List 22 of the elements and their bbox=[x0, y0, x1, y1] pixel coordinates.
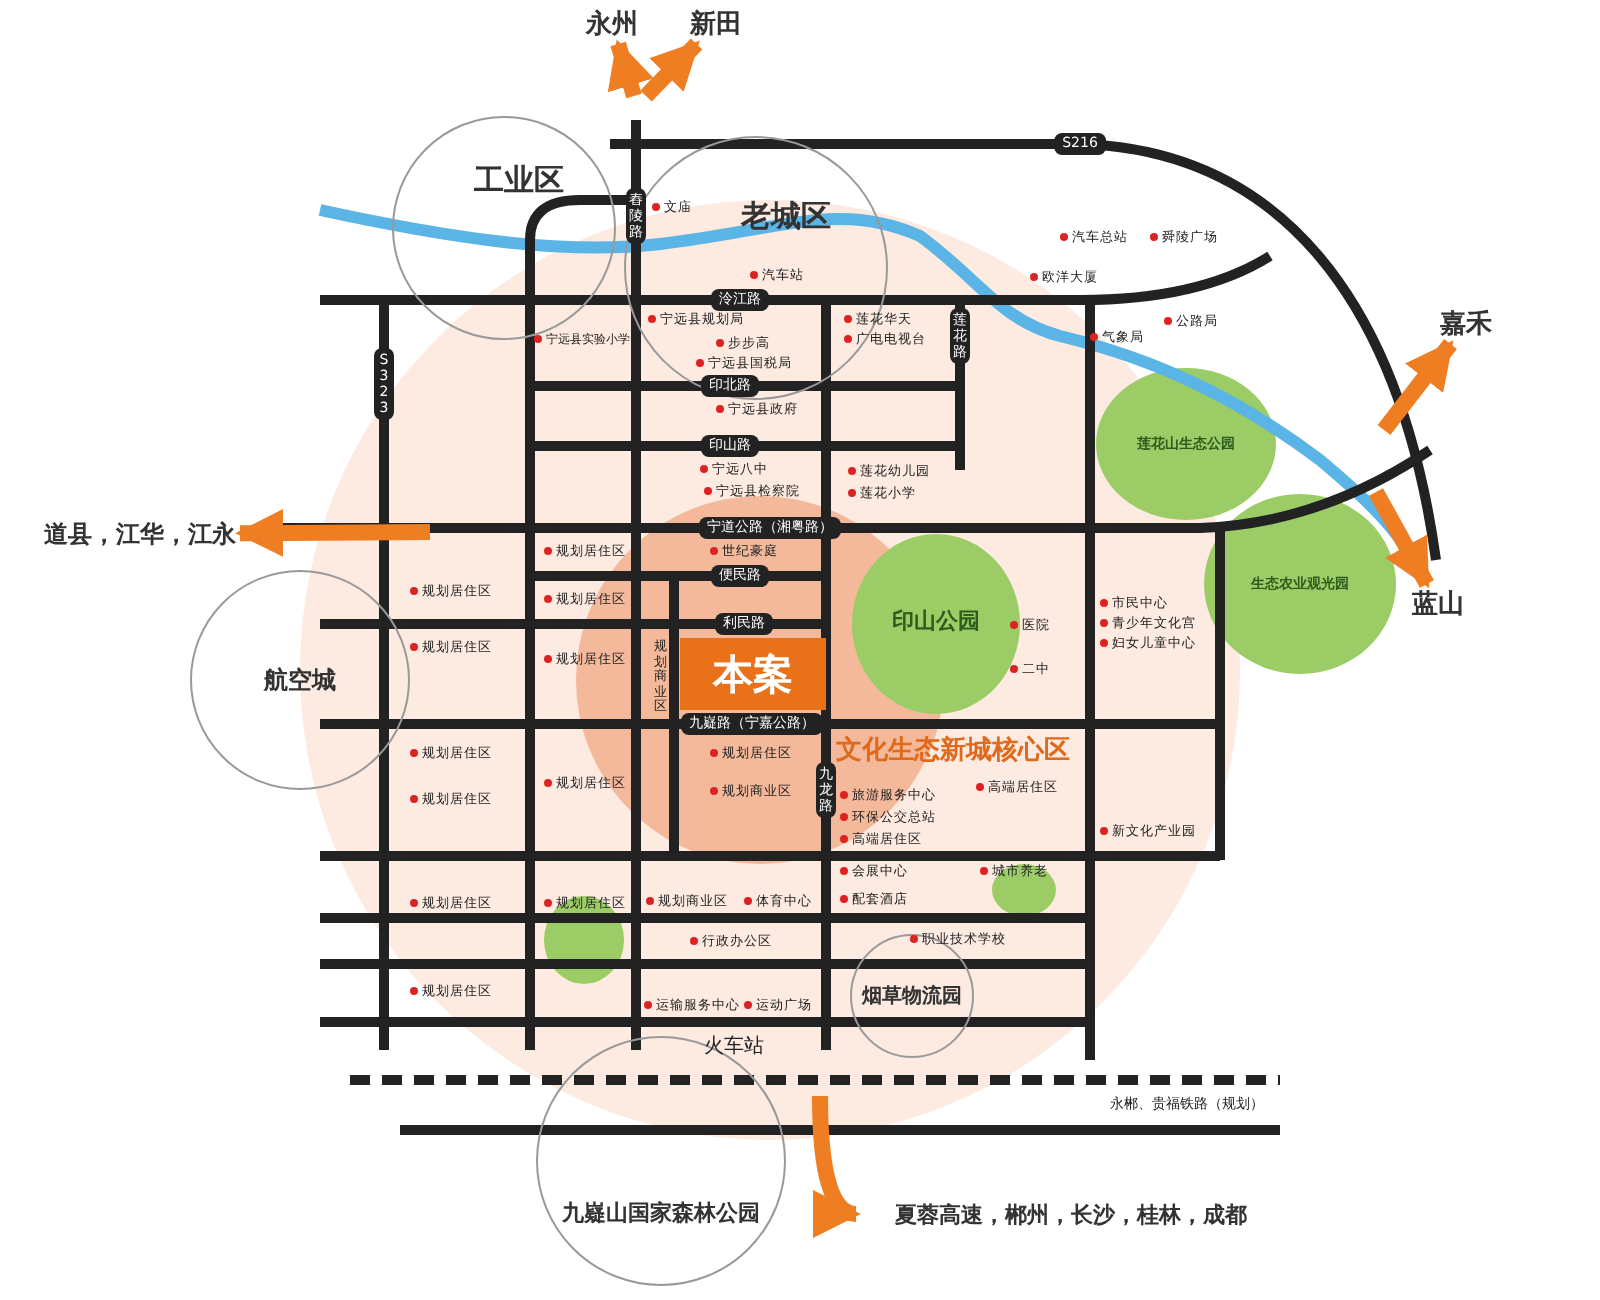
direction-arrow bbox=[235, 509, 431, 557]
zone-circle bbox=[190, 570, 410, 790]
destination-label: 新田 bbox=[690, 7, 742, 42]
zone-circle bbox=[536, 1036, 786, 1286]
destination-label: 夏蓉高速，郴州，长沙，桂林，成都 bbox=[895, 1199, 1247, 1229]
zone-label: 工业区 bbox=[474, 162, 564, 200]
destination-label: 道县，江华，江永 bbox=[44, 517, 236, 551]
station-label: 火车站 bbox=[704, 1036, 764, 1060]
zone-label: 九嶷山国家森林公园 bbox=[562, 1198, 760, 1228]
destination-label: 永州 bbox=[586, 7, 638, 42]
direction-arrow bbox=[1369, 488, 1434, 589]
zone-label: 烟草物流园 bbox=[862, 982, 962, 1010]
direction-arrow bbox=[640, 38, 703, 102]
project-box bbox=[680, 638, 826, 710]
zone-label: 航空城 bbox=[264, 663, 336, 697]
park-label: 印山公园 bbox=[892, 605, 980, 635]
direction-arrow bbox=[809, 1095, 861, 1232]
direction-arrow bbox=[607, 39, 654, 99]
zone-label: 本案 bbox=[713, 647, 793, 701]
direction-arrow bbox=[1377, 339, 1457, 435]
destination-label: 嘉禾 bbox=[1440, 307, 1492, 342]
destination-label: 蓝山 bbox=[1412, 588, 1464, 622]
